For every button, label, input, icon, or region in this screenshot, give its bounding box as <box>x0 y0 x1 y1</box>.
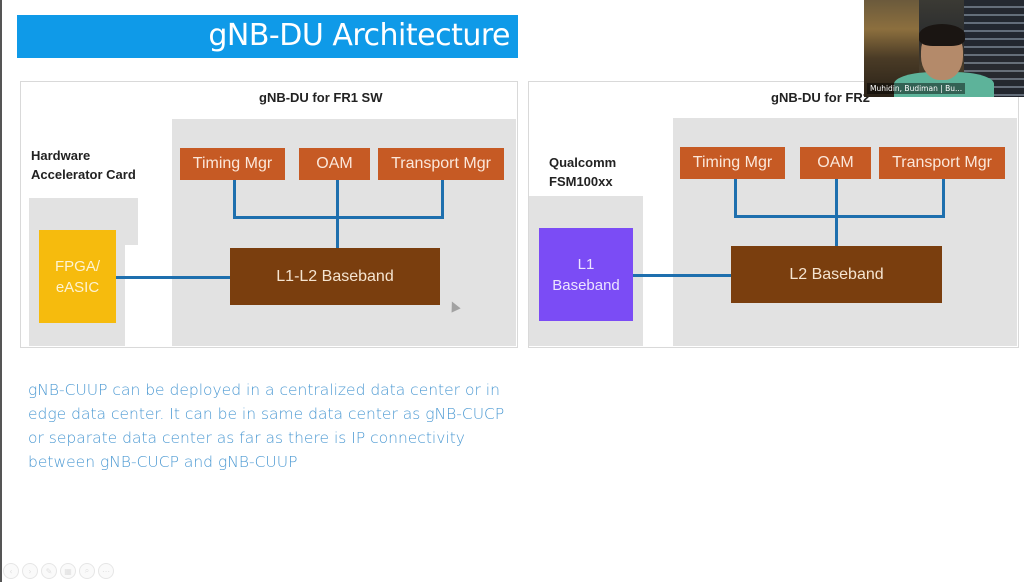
connector-line <box>734 178 737 218</box>
fr1-panel-title: gNB-DU for FR1 SW <box>259 90 383 105</box>
window-edge <box>0 0 2 582</box>
slide-title: gNB-DU Architecture <box>208 18 510 53</box>
timing-mgr-box: Timing Mgr <box>680 147 785 179</box>
connector-line <box>233 178 236 218</box>
transport-mgr-box: Transport Mgr <box>378 148 504 180</box>
previous-icon[interactable]: ‹ <box>3 563 19 579</box>
next-icon[interactable]: › <box>22 563 38 579</box>
l2-baseband-box: L2 Baseband <box>731 246 942 303</box>
more-icon[interactable]: ⋯ <box>98 563 114 579</box>
fr2-panel-title: gNB-DU for FR2 <box>771 90 870 105</box>
zoom-icon[interactable]: ⌕ <box>79 563 95 579</box>
connector-line <box>116 276 232 279</box>
fr2-hardware-label: Qualcomm FSM100xx <box>549 155 617 189</box>
timing-mgr-box: Timing Mgr <box>180 148 285 180</box>
l1-l2-baseband-box: L1-L2 Baseband <box>230 248 440 305</box>
slide-body-text: gNB-CUUP can be deployed in a centralize… <box>28 381 505 471</box>
oam-box: OAM <box>299 148 370 180</box>
connector-line <box>835 178 838 248</box>
l1-baseband-box: L1 Baseband <box>539 228 633 321</box>
connector-line <box>734 215 945 218</box>
connector-line <box>441 178 444 218</box>
participant-name: Muhidin, Budiman | Bu... <box>867 83 966 94</box>
fr1-hardware-label: Hardware Accelerator Card <box>31 148 136 182</box>
connector-line <box>336 178 339 248</box>
transport-mgr-box: Transport Mgr <box>879 147 1005 179</box>
connector-line <box>233 216 444 219</box>
slide-title-bar: gNB-DU Architecture <box>17 15 518 58</box>
pen-icon[interactable]: ✎ <box>41 563 57 579</box>
connector-line <box>632 274 732 277</box>
fpga-easic-box: FPGA/ eASIC <box>39 230 116 323</box>
connector-line <box>942 178 945 218</box>
participant-video[interactable]: Muhidin, Budiman | Bu... <box>864 0 1024 97</box>
slides-icon[interactable]: ▦ <box>60 563 76 579</box>
presentation-controls: ‹ › ✎ ▦ ⌕ ⋯ <box>3 563 114 579</box>
oam-box: OAM <box>800 147 871 179</box>
participant-figure <box>919 24 965 46</box>
fr1-panel: gNB-DU for FR1 SW Hardware Accelerator C… <box>20 81 518 348</box>
fr2-panel: gNB-DU for FR2 Qualcomm FSM100xx Timing … <box>528 81 1019 348</box>
